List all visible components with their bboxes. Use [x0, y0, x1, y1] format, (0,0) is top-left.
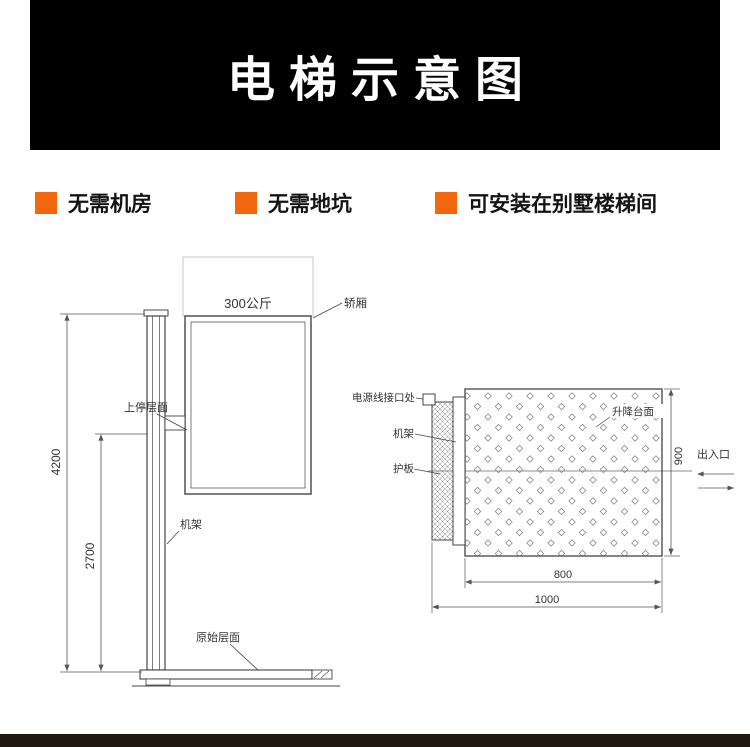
base-roller-hatch — [313, 670, 323, 679]
original-level-label: 原始层面 — [196, 630, 240, 644]
feature-label: 无需机房 — [68, 193, 152, 216]
power-interface-leader-line — [415, 397, 424, 400]
guard-plate-leader-line — [413, 468, 441, 475]
power-interface-box — [422, 393, 436, 406]
label-backing — [608, 404, 665, 418]
top-frame-label: 机架 — [393, 427, 414, 440]
top-view: 电源线接口处 机架 护板 升降台面 900 出入口 800 — [352, 388, 734, 613]
header-banner: 电梯示意图 — [30, 0, 720, 150]
cabin-box — [184, 315, 312, 495]
frame-leader-line — [166, 530, 180, 545]
cabin-capacity-label: 300公斤 — [224, 296, 272, 311]
original-level-leader-line — [229, 643, 260, 672]
feature-label: 可安装在别墅楼梯间 — [468, 193, 657, 216]
cabin-label: 轿厢 — [344, 296, 367, 310]
dim-depth: 900 — [673, 447, 685, 465]
base-plate — [139, 669, 313, 680]
feature-label: 无需地坑 — [268, 193, 352, 216]
footer-bar — [0, 734, 750, 747]
feature-list: 无需机房 无需地坑 可安装在别墅楼梯间 — [35, 188, 750, 218]
top-frame-leader-line — [414, 433, 457, 443]
cabin-box-inner — [190, 321, 306, 489]
dim-inner-width: 800 — [554, 569, 572, 581]
upper-stop-leader-line — [156, 413, 188, 431]
frame-label: 机架 — [180, 517, 202, 531]
cabin-leader-line — [312, 302, 343, 319]
orange-square-icon — [35, 192, 57, 214]
frame-strip — [452, 396, 466, 546]
base-roller-hatch — [320, 670, 330, 679]
dim-total-height: 4200 — [49, 448, 63, 475]
page-title: 电梯示意图 — [226, 54, 537, 107]
platform-surface-label: 升降台面 — [612, 405, 654, 418]
platform-surface-leader-line — [595, 416, 611, 428]
base-roller — [311, 669, 333, 680]
entrance-label: 出入口 — [697, 447, 730, 461]
feature-no-pit: 无需地坑 — [235, 188, 435, 218]
upper-stop-level-label: 上停层面 — [124, 400, 168, 414]
orange-square-icon — [235, 192, 257, 214]
feature-villa-stairwell: 可安装在别墅楼梯间 — [435, 188, 657, 218]
mast — [146, 315, 166, 671]
side-view: 300公斤 轿厢 上停层面 机架 原始层面 — [49, 256, 367, 687]
mast-cabin-bracket — [164, 415, 186, 431]
mast-top-cap — [143, 309, 169, 317]
feature-no-machine-room: 无需机房 — [35, 188, 235, 218]
base-foot — [145, 678, 171, 686]
orange-square-icon — [435, 192, 457, 214]
dim-travel-height: 2700 — [83, 542, 97, 569]
guard-plate-label: 护板 — [393, 462, 414, 475]
elevator-diagram: 300公斤 轿厢 上停层面 机架 原始层面 — [49, 256, 734, 687]
guard-plate — [431, 401, 454, 541]
power-interface-label: 电源线接口处 — [352, 391, 415, 404]
dim-overall-width: 1000 — [535, 594, 559, 606]
